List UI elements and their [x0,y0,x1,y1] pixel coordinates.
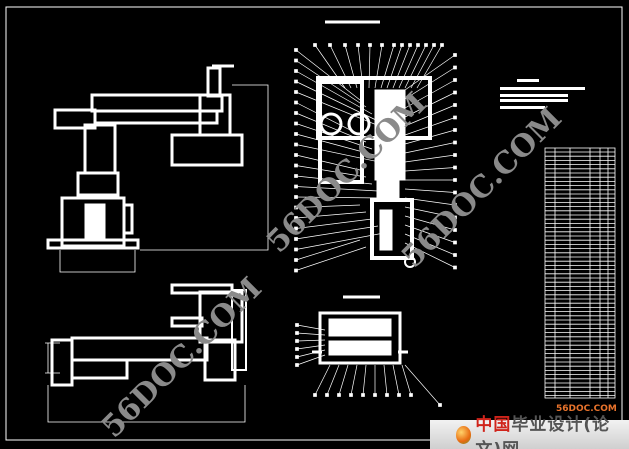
technical-notes [500,79,585,109]
leader-line [404,104,456,127]
leader-line [295,91,385,129]
front-view [46,64,244,250]
leader-line [404,206,456,218]
leader-line [295,154,361,171]
leader-line [295,165,367,178]
leader-line [295,246,367,271]
section-view [316,20,432,268]
leader-line [404,129,456,145]
leader-line [295,225,379,240]
leader-line [295,144,385,164]
leader-line [404,197,456,206]
part-leader-lines [294,43,457,407]
leader-line [398,44,419,89]
leader-line [416,44,443,89]
leader-line [295,186,379,192]
leader-line [329,44,352,89]
leader-line [392,44,411,89]
leader-line [404,224,456,243]
leader-line [404,188,456,193]
leader-line [295,196,385,199]
parts-list-table [544,147,616,399]
leader-line [401,364,412,396]
leader-line [404,54,456,91]
site-logo-banner: 中国毕业设计(论文)网 [430,415,629,449]
leader-line [295,211,367,219]
logo-text-rest: 毕业设计(论文)网 [475,414,611,449]
leader-line [295,70,373,115]
leader-line [295,175,373,185]
leader-line [295,123,373,150]
leader-line [295,204,361,208]
logo-text: 中国毕业设计(论文)网 [475,410,629,449]
dimension-lines [45,84,269,423]
leader-line [404,67,456,100]
leader-line [404,215,456,231]
leader-line [326,364,340,396]
top-view [50,283,247,387]
leader-line [350,364,358,396]
leader-line [357,44,364,89]
leader-line [383,364,388,396]
leader-line [295,232,385,250]
leader-line [295,133,379,157]
leader-line [374,44,383,89]
leader-line [404,233,456,256]
leader-line [295,49,361,101]
leader-line [314,364,331,396]
leader-line [295,112,367,143]
leader-line [295,218,373,229]
leader-line [295,60,367,108]
leader-line [362,364,367,396]
leader-line [386,44,403,89]
leader-line [410,44,435,89]
leader-line [404,44,427,89]
leader-line [404,242,456,268]
leader-line [295,102,361,136]
leader-line [404,117,456,136]
leader-line [404,154,456,163]
leader-line [338,364,349,396]
leader-line [368,44,371,89]
leader-line [344,44,358,89]
leader-line [295,81,379,122]
site-logo-small: 56DOC.COM [556,404,617,414]
leader-line [404,79,456,109]
leader-line [404,167,456,172]
leader-line [392,364,400,396]
leader-line [380,44,395,89]
logo-text-prefix: 中国 [475,414,512,435]
leader-line [314,44,346,89]
drawing-frame [5,6,623,441]
leader-line [404,92,456,118]
leader-line [404,364,441,406]
detail-view [312,295,408,365]
leader-line [295,239,361,261]
leader-line [404,142,456,154]
globe-icon [456,425,472,444]
